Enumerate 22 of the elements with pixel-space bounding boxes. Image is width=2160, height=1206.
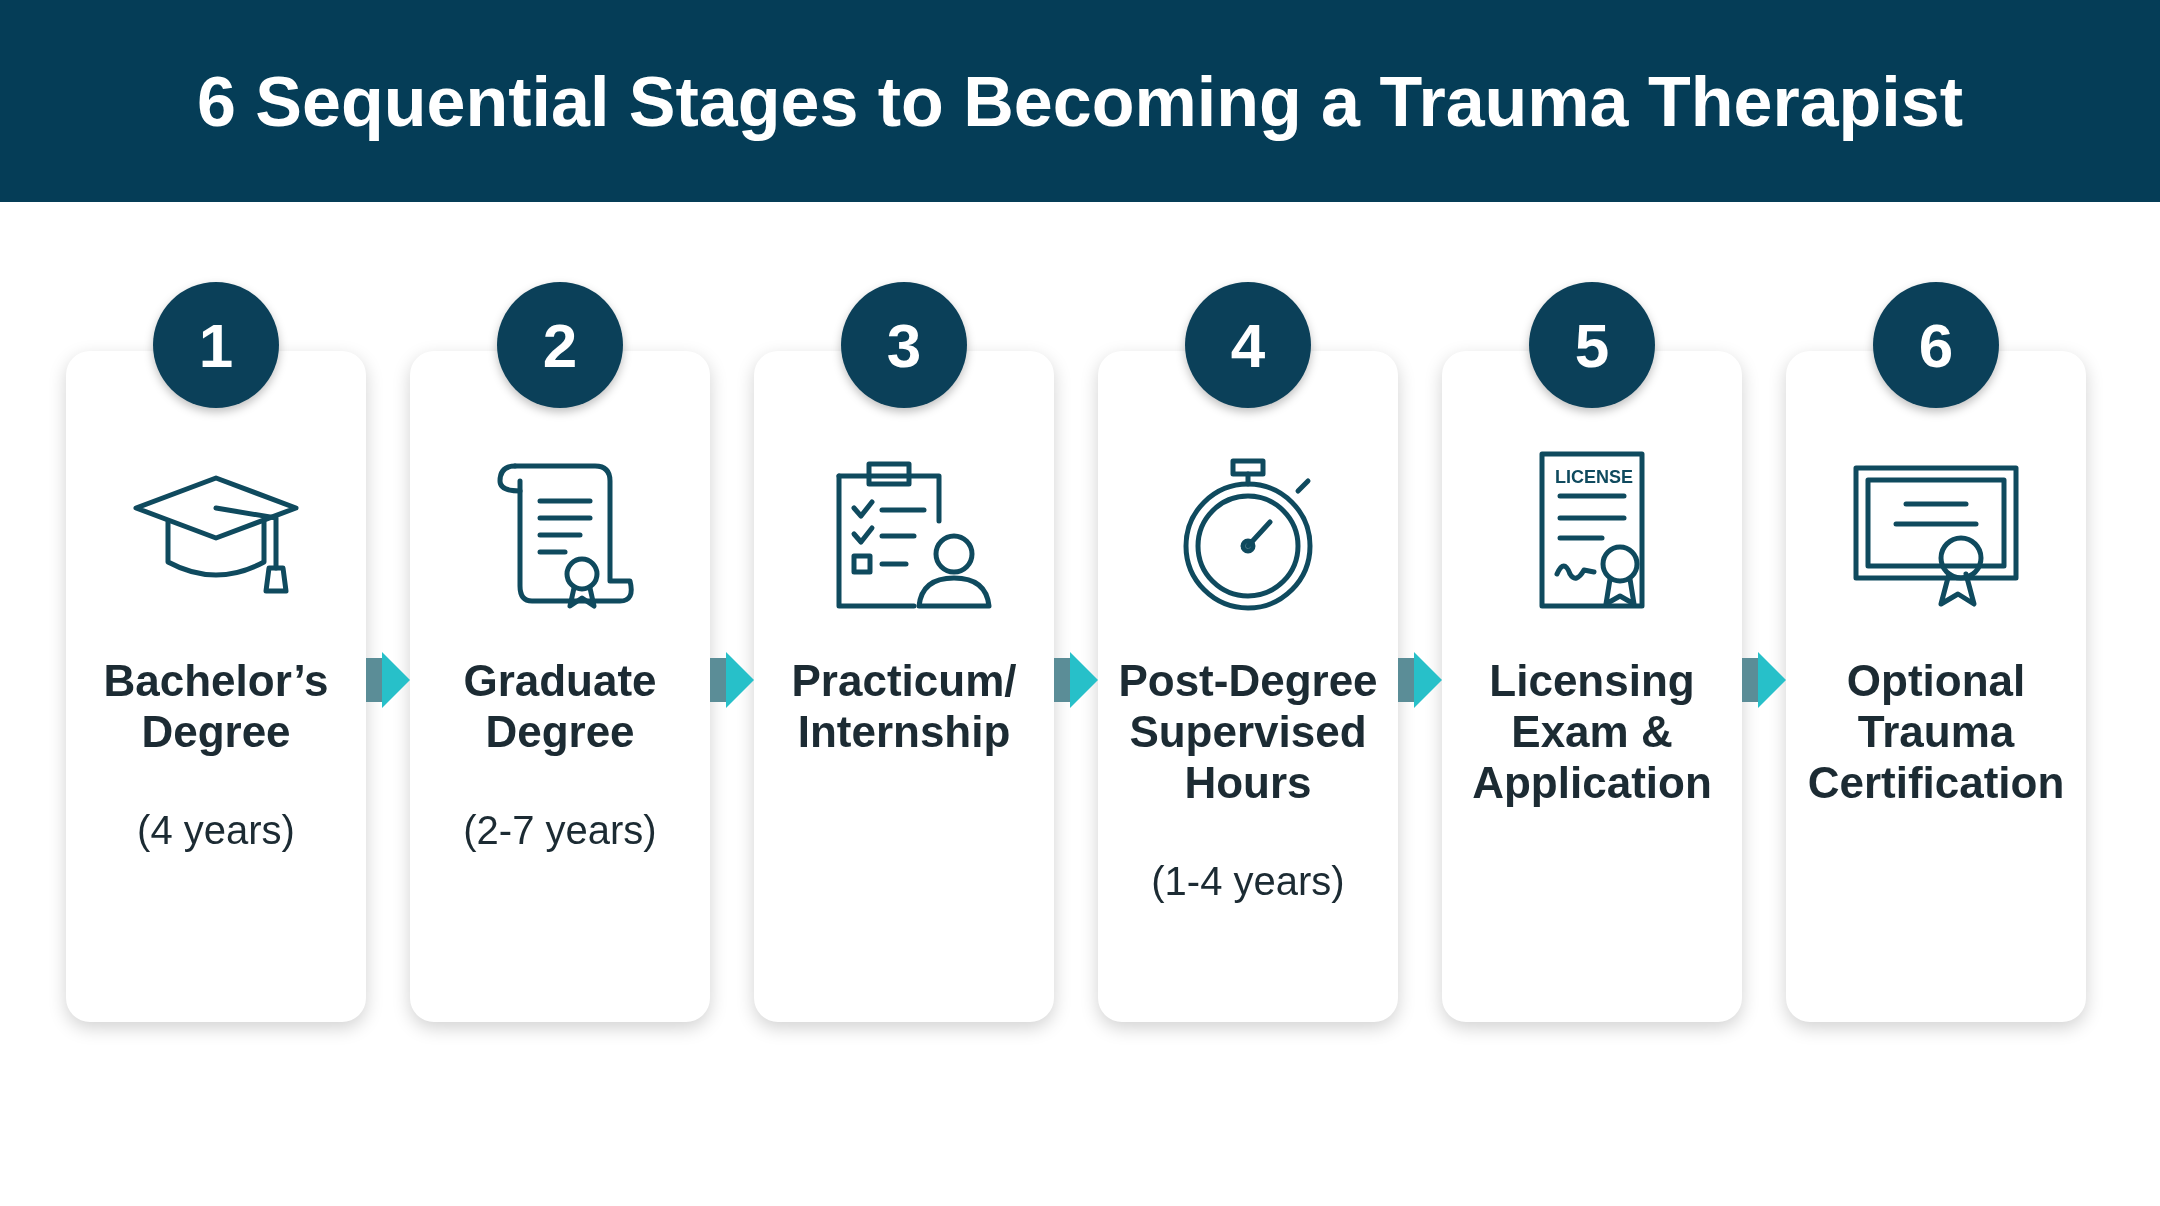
step-number: 1 — [153, 282, 279, 408]
duration-text: (4 years) — [136, 807, 296, 854]
stage-title: Post-Degree Supervised Hours — [1118, 656, 1378, 807]
duration-text: (1-4 years) — [1150, 858, 1346, 905]
step-number: 2 — [497, 282, 623, 408]
stage-title: Bachelor’s Degree — [103, 656, 329, 756]
step-number: 3 — [841, 282, 967, 408]
stage-title: Licensing Exam & Application — [1472, 656, 1712, 807]
chevron-arrow — [1054, 652, 1098, 708]
title: 6 Sequential Stages to Becoming a Trauma Therapist — [196, 62, 1964, 142]
step-number: 5 — [1529, 282, 1655, 408]
chevron-arrow — [1398, 652, 1442, 708]
chevron-arrow — [710, 652, 754, 708]
stage-title: Practicum/ Internship — [791, 656, 1017, 756]
duration-text: (2-7 years) — [462, 807, 658, 854]
stage-title: Graduate Degree — [463, 656, 657, 756]
stage-title: Optional Trauma Certification — [1807, 656, 2065, 807]
step-number: 4 — [1185, 282, 1311, 408]
chevron-arrow — [366, 652, 410, 708]
step-number: 6 — [1873, 282, 1999, 408]
icon-label: LICENSE — [1555, 467, 1633, 488]
chevron-arrow — [1742, 652, 1786, 708]
